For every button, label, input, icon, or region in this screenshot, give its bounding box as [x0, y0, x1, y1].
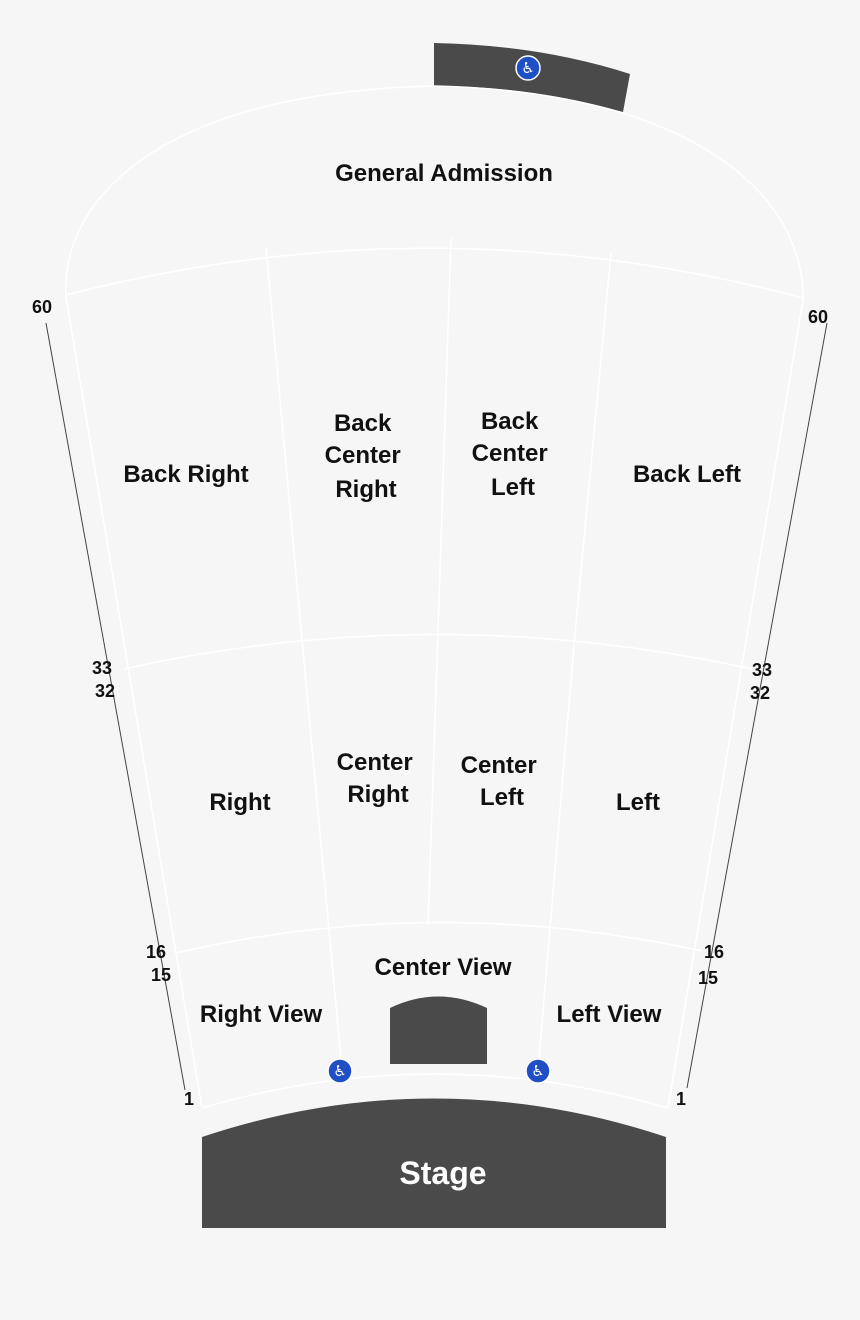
row-divider-1: [201, 1073, 669, 1109]
section-left-view[interactable]: Left View: [557, 1001, 662, 1028]
wheelchair-icon: ♿: [515, 55, 541, 81]
row-marker-right-1: 1: [676, 1089, 686, 1109]
stage: [202, 1098, 666, 1228]
section-back-center-left[interactable]: Back Center Left: [472, 408, 555, 501]
row-marker-right-16: 16: [704, 942, 724, 962]
row-marker-left-33: 33: [92, 658, 112, 678]
section-back-center-right[interactable]: Back Center Right: [325, 410, 408, 503]
section-right[interactable]: Right: [209, 789, 270, 816]
row-marker-left-16: 16: [146, 942, 166, 962]
aisle-divider-3: [537, 252, 612, 1071]
svg-text:♿: ♿: [521, 59, 534, 77]
row-marker-left-15: 15: [151, 965, 171, 985]
wheelchair-icon: ♿: [327, 1058, 353, 1084]
svg-text:♿: ♿: [333, 1062, 346, 1080]
row-marker-right-32: 32: [750, 683, 770, 703]
row-marker-right-15: 15: [698, 968, 718, 988]
section-center-view[interactable]: Center View: [375, 954, 512, 981]
section-center-right[interactable]: Center Right: [337, 749, 420, 808]
aisle-divider-2: [427, 237, 452, 926]
row-marker-right-33: 33: [752, 660, 772, 680]
row-marker-right-60: 60: [808, 307, 828, 327]
section-left[interactable]: Left: [616, 789, 660, 816]
row-divider-33: [123, 633, 753, 670]
section-general-admission[interactable]: General Admission: [335, 160, 553, 187]
section-back-left[interactable]: Back Left: [633, 461, 741, 488]
outer-boundary-right: [667, 299, 804, 1109]
row-divider-60: [65, 247, 804, 299]
row-divider-16: [175, 921, 703, 954]
aisle-divider-1: [265, 246, 343, 1071]
row-scale-left: [45, 322, 186, 1091]
stage-label: Stage: [399, 1155, 486, 1191]
section-center-left[interactable]: Center Left: [461, 752, 544, 811]
section-back-right[interactable]: Back Right: [123, 461, 248, 488]
row-marker-left-32: 32: [95, 681, 115, 701]
section-right-view[interactable]: Right View: [200, 1001, 323, 1028]
outer-boundary-left: [65, 296, 203, 1109]
row-scale-right: [686, 322, 828, 1089]
general-admission-boundary[interactable]: [65, 85, 804, 301]
svg-text:♿: ♿: [531, 1062, 544, 1080]
wheelchair-icon: ♿: [525, 1058, 551, 1084]
row-marker-left-1: 1: [184, 1089, 194, 1109]
sound-booth: [390, 996, 487, 1064]
row-marker-left-60: 60: [32, 297, 52, 317]
